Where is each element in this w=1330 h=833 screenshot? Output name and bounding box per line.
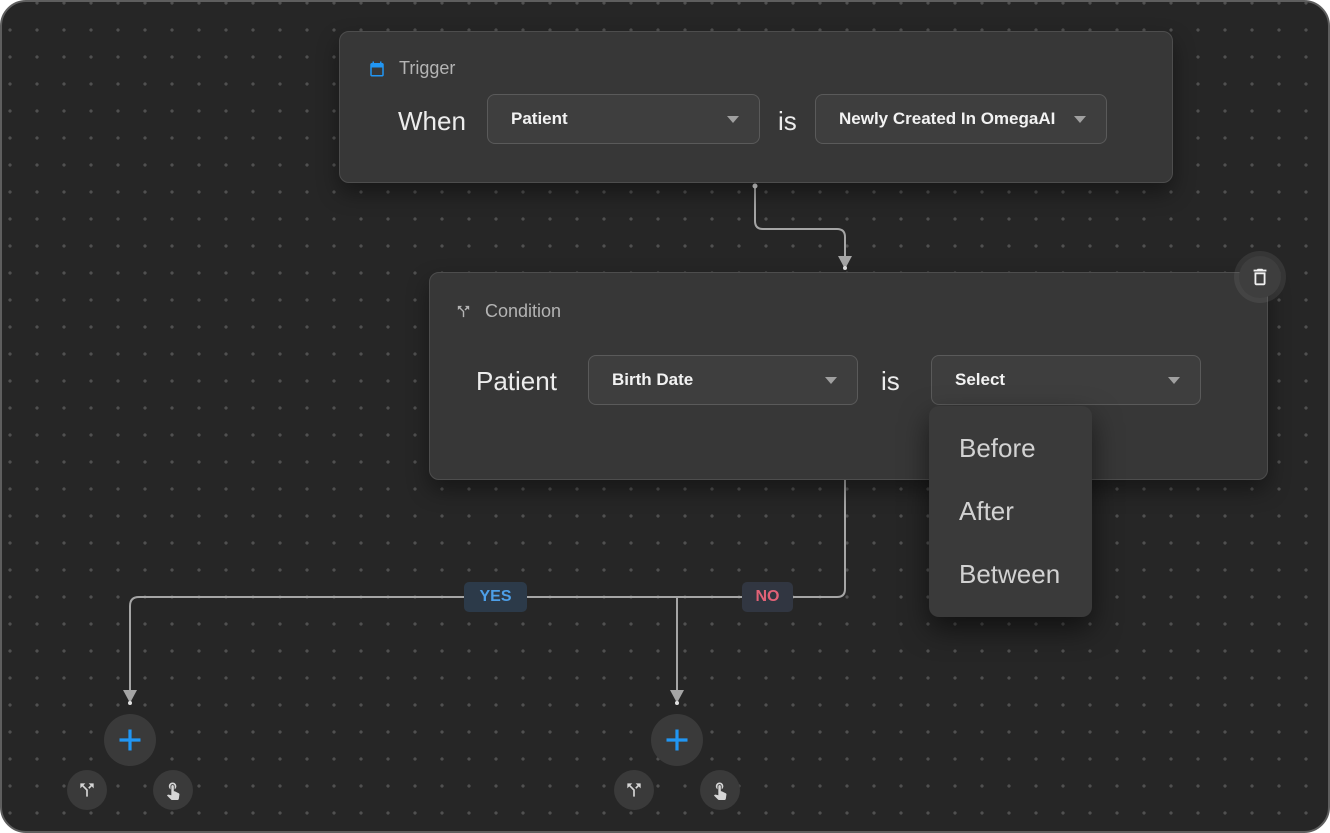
condition-is-label: is: [881, 366, 900, 396]
trigger-node[interactable]: Trigger When Patient is Newly Created In…: [339, 31, 1173, 183]
tap-icon: [710, 780, 730, 800]
when-label: When: [398, 106, 466, 136]
delete-node-button[interactable]: [1239, 256, 1281, 298]
plus-icon: [117, 727, 143, 753]
branch-split-icon: [455, 303, 472, 320]
no-branch-badge: NO: [742, 582, 793, 612]
trigger-node-title: Trigger: [399, 58, 456, 78]
condition-node-header: Condition: [455, 301, 561, 322]
calendar-icon: [368, 60, 386, 78]
trigger-node-header: Trigger: [368, 58, 455, 79]
plus-icon: [664, 727, 690, 753]
trigger-event-value: Newly Created In OmegaAI: [839, 109, 1056, 128]
menu-item-after[interactable]: After: [959, 496, 1014, 526]
add-action-button-yes[interactable]: [153, 770, 193, 810]
condition-node-title: Condition: [485, 301, 562, 321]
menu-item-before[interactable]: Before: [959, 433, 1036, 463]
operator-dropdown-menu: Before After Between: [929, 406, 1092, 617]
condition-node[interactable]: Condition Patient Birth Date is Select: [429, 272, 1268, 480]
add-condition-button-yes[interactable]: [67, 770, 107, 810]
trigger-entity-dropdown[interactable]: Patient: [487, 94, 760, 144]
condition-subject-label: Patient: [476, 366, 557, 396]
branch-split-icon: [77, 780, 97, 800]
menu-item-between[interactable]: Between: [959, 559, 1061, 589]
condition-operator-value: Select: [955, 370, 1006, 389]
add-action-button-no[interactable]: [700, 770, 740, 810]
condition-field-value: Birth Date: [612, 370, 694, 389]
trigger-event-dropdown[interactable]: Newly Created In OmegaAI: [815, 94, 1107, 144]
chevron-down-icon: [1074, 115, 1086, 123]
condition-field-dropdown[interactable]: Birth Date: [588, 355, 858, 405]
branch-split-icon: [624, 780, 644, 800]
add-step-button-no[interactable]: [651, 714, 703, 766]
tap-icon: [163, 780, 183, 800]
trigger-entity-value: Patient: [511, 109, 568, 128]
add-condition-button-no[interactable]: [614, 770, 654, 810]
chevron-down-icon: [727, 115, 739, 123]
yes-branch-badge: YES: [464, 582, 527, 612]
condition-operator-dropdown[interactable]: Select: [931, 355, 1201, 405]
chevron-down-icon: [1168, 376, 1180, 384]
trigger-is-label: is: [778, 106, 797, 136]
add-step-button-yes[interactable]: [104, 714, 156, 766]
trash-icon: [1249, 266, 1271, 288]
chevron-down-icon: [825, 376, 837, 384]
